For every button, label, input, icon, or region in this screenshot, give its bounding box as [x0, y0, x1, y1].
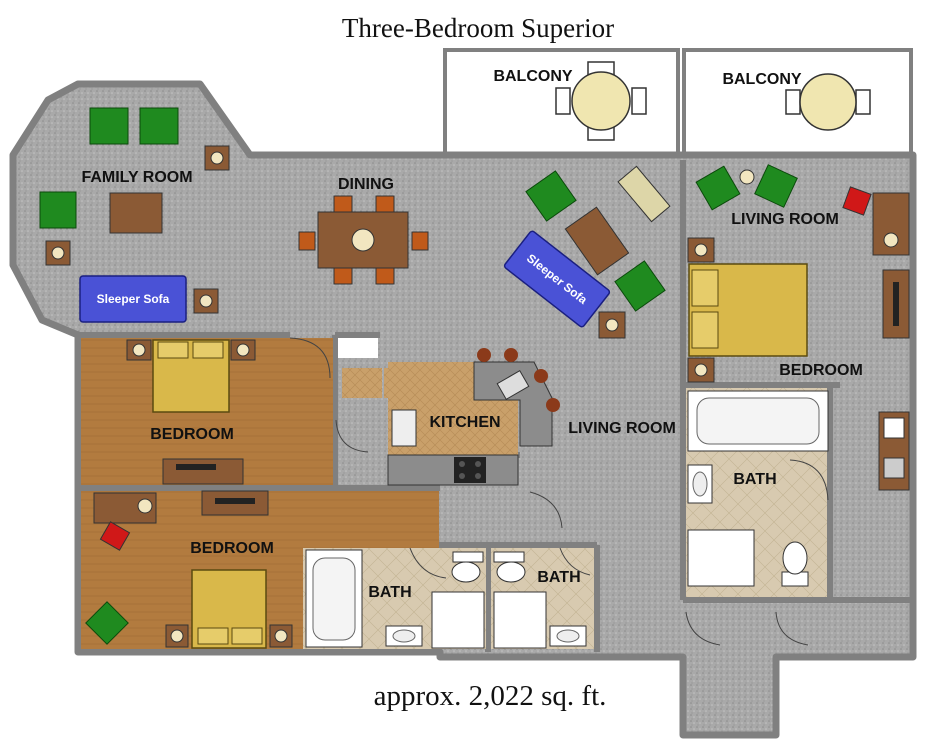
- door-swings: [289, 337, 829, 646]
- bar-stool: [504, 348, 518, 362]
- closets: [338, 338, 412, 398]
- shower-right: [687, 529, 755, 587]
- kitchen-label: KITCHEN: [429, 414, 500, 431]
- bed-left-bottom: [191, 569, 267, 649]
- stovetop: [454, 457, 486, 483]
- bath-bottom-right: BATH: [491, 548, 594, 649]
- armchair-family-1: [89, 107, 129, 145]
- side-table-right-lamp: [739, 169, 755, 185]
- shower-bottom-left: [431, 591, 485, 649]
- sink-bottom-right: [549, 625, 587, 647]
- bar-stool: [477, 348, 491, 362]
- dining-label: DINING: [338, 176, 394, 193]
- bedroom-left-bottom-label: BEDROOM: [190, 540, 274, 557]
- balcony-right: BALCONY: [682, 48, 913, 160]
- toilet-bottom-right: [493, 551, 526, 583]
- kitchen-counter: [387, 454, 519, 486]
- desk-left-bottom: [93, 492, 157, 524]
- bar-stool: [546, 398, 560, 412]
- bar-stool: [534, 369, 548, 383]
- kitchen-island: [473, 361, 553, 447]
- family-room-label: FAMILY ROOM: [81, 169, 192, 186]
- living-room-right: LIVING ROOM: [695, 164, 910, 339]
- dresser-right: [878, 411, 910, 491]
- desk-chair-right: [842, 186, 872, 216]
- refrigerator: [391, 409, 417, 447]
- dining-chair: [375, 195, 395, 213]
- bath-bottom-left: BATH: [303, 548, 486, 649]
- balcony-table-right: [785, 73, 871, 131]
- bath-bottom-right-label: BATH: [537, 569, 580, 586]
- bath-bottom-left-label: BATH: [368, 584, 411, 601]
- toilet-right: [781, 541, 809, 587]
- armchair-family-3: [39, 191, 77, 229]
- armchair-center-1: [525, 170, 577, 222]
- bedroom-left-top: BEDROOM: [81, 338, 333, 485]
- tv-dresser-left-top: [162, 458, 244, 485]
- tv-stand-center: [617, 165, 671, 223]
- bath-right-label: BATH: [733, 471, 776, 488]
- bed-right: [688, 263, 808, 357]
- family-room: FAMILY ROOM Sleeper Sofa: [39, 107, 230, 323]
- nightstand-right-1: [687, 237, 715, 263]
- coffee-table-center: [564, 206, 630, 276]
- armchair-right-1: [695, 165, 741, 211]
- side-table-family-1: [204, 145, 230, 171]
- armchair-right-2: [754, 164, 798, 208]
- sink: [496, 370, 530, 400]
- nightstand-right-2: [687, 357, 715, 383]
- tv-dresser-right: [882, 269, 910, 339]
- balcony-left: BALCONY: [443, 48, 680, 160]
- desk-right: [872, 192, 910, 256]
- nightstand-left-bottom-1: [165, 624, 189, 648]
- balcony-right-label: BALCONY: [722, 71, 801, 88]
- bed-left-top: [152, 339, 230, 413]
- dining-chair: [333, 267, 353, 285]
- dining-area: DINING: [298, 176, 429, 285]
- bedroom-right-label: BEDROOM: [779, 362, 863, 379]
- balcony-left-label: BALCONY: [493, 68, 572, 85]
- toilet-bottom-left: [451, 551, 484, 583]
- sleeper-sofa-left-label: Sleeper Sofa: [97, 292, 170, 306]
- nightstand-left-top-2: [230, 339, 256, 361]
- side-table-family-2: [45, 240, 71, 266]
- sink-bottom-left: [385, 625, 423, 647]
- side-table-family-3: [193, 288, 219, 314]
- dining-centerpiece: [351, 228, 375, 252]
- square-footage: approx. 2,022 sq. ft.: [374, 680, 607, 712]
- living-room-center: Sleeper Sofa LIVING ROOM: [503, 165, 676, 437]
- dining-chair: [298, 231, 316, 251]
- sink-right: [687, 464, 713, 504]
- plan-title: Three-Bedroom Superior: [342, 13, 614, 43]
- dresser-left-bottom: [201, 490, 269, 516]
- nightstand-left-bottom-2: [269, 624, 293, 648]
- armchair-left-bottom: [85, 601, 129, 645]
- balcony-table-left: [555, 61, 647, 141]
- nightstand-left-top-1: [126, 339, 152, 361]
- armchair-center-2: [614, 260, 666, 312]
- dining-chair: [375, 267, 395, 285]
- desk-chair-red: [99, 521, 131, 551]
- sleeper-sofa-left: Sleeper Sofa: [79, 275, 187, 323]
- side-table-center: [598, 311, 626, 339]
- coffee-table-family: [109, 192, 163, 234]
- living-room-center-label: LIVING ROOM: [568, 420, 676, 437]
- bath-right: BATH: [686, 388, 829, 597]
- shower-bottom-right: [493, 591, 547, 649]
- armchair-family-2: [139, 107, 179, 145]
- living-room-right-label: LIVING ROOM: [731, 211, 839, 228]
- bedroom-right: BEDROOM: [687, 237, 910, 491]
- dining-chair: [333, 195, 353, 213]
- dining-chair: [411, 231, 429, 251]
- bedroom-left-top-label: BEDROOM: [150, 426, 234, 443]
